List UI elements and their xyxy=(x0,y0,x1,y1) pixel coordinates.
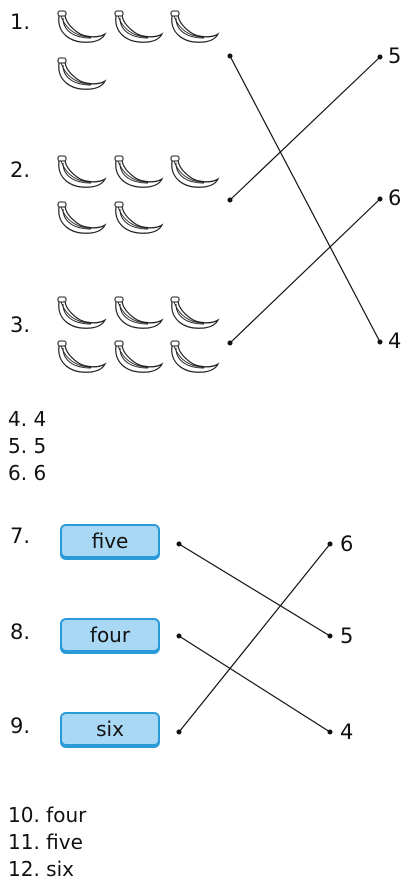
item-label: 7. xyxy=(10,524,31,548)
answer-item: 6. 6 xyxy=(8,461,47,485)
dot-icon xyxy=(327,541,333,547)
item-label: 1. xyxy=(10,10,31,34)
banana-icon xyxy=(170,10,219,43)
banana-group-2 xyxy=(57,155,219,234)
banana-icon xyxy=(57,10,106,43)
banana-icon xyxy=(57,57,106,90)
item-label: 3. xyxy=(10,313,31,337)
dot-icon xyxy=(327,729,333,735)
item-label: 9. xyxy=(10,714,31,738)
banana-icon xyxy=(170,296,219,329)
dot-icon xyxy=(377,196,383,202)
right-number: 5 xyxy=(388,44,402,68)
answer-item: 11. five xyxy=(8,830,83,854)
banana-icon xyxy=(57,155,106,188)
word-box: six xyxy=(60,712,160,746)
banana-icon xyxy=(57,296,106,329)
banana-icon xyxy=(114,340,163,373)
match-line-4 xyxy=(178,543,331,637)
dot-icon xyxy=(227,340,233,346)
match-line-2 xyxy=(229,56,381,201)
answer-item: 4. 4 xyxy=(8,407,47,431)
dot-icon xyxy=(176,729,182,735)
item-label: 2. xyxy=(10,158,31,182)
dot-icon xyxy=(377,54,383,60)
banana-icon xyxy=(170,340,219,373)
banana-icon xyxy=(57,340,106,373)
answer-item: 5. 5 xyxy=(8,434,47,458)
answer-item: 12. six xyxy=(8,857,74,881)
right-number: 4 xyxy=(340,720,354,744)
banana-group-3 xyxy=(57,296,219,373)
match-line-3 xyxy=(229,198,381,344)
match-line-6 xyxy=(178,543,331,733)
match-line-1 xyxy=(229,55,381,343)
dot-icon xyxy=(176,633,182,639)
word-box: five xyxy=(60,524,160,558)
banana-icon xyxy=(114,201,163,234)
right-number: 6 xyxy=(388,186,402,210)
answer-list-1: 4. 4 5. 5 6. 6 xyxy=(8,406,46,487)
dot-icon xyxy=(377,339,383,345)
answer-item: 10. four xyxy=(8,803,87,827)
banana-icon xyxy=(114,155,163,188)
dot-icon xyxy=(227,53,233,59)
banana-icon xyxy=(170,155,219,188)
answer-list-2: 10. four 11. five 12. six xyxy=(8,802,86,883)
right-number: 5 xyxy=(340,624,354,648)
banana-group-1 xyxy=(57,10,219,90)
dot-icon xyxy=(227,197,233,203)
banana-icon xyxy=(114,10,163,43)
banana-icon xyxy=(114,296,163,329)
item-label: 8. xyxy=(10,620,31,644)
dot-icon xyxy=(176,541,182,547)
banana-icon xyxy=(57,201,106,234)
match-line-5 xyxy=(178,635,331,733)
dot-icon xyxy=(327,633,333,639)
right-number: 4 xyxy=(388,329,402,353)
word-box: four xyxy=(60,618,160,652)
right-number: 6 xyxy=(340,532,354,556)
